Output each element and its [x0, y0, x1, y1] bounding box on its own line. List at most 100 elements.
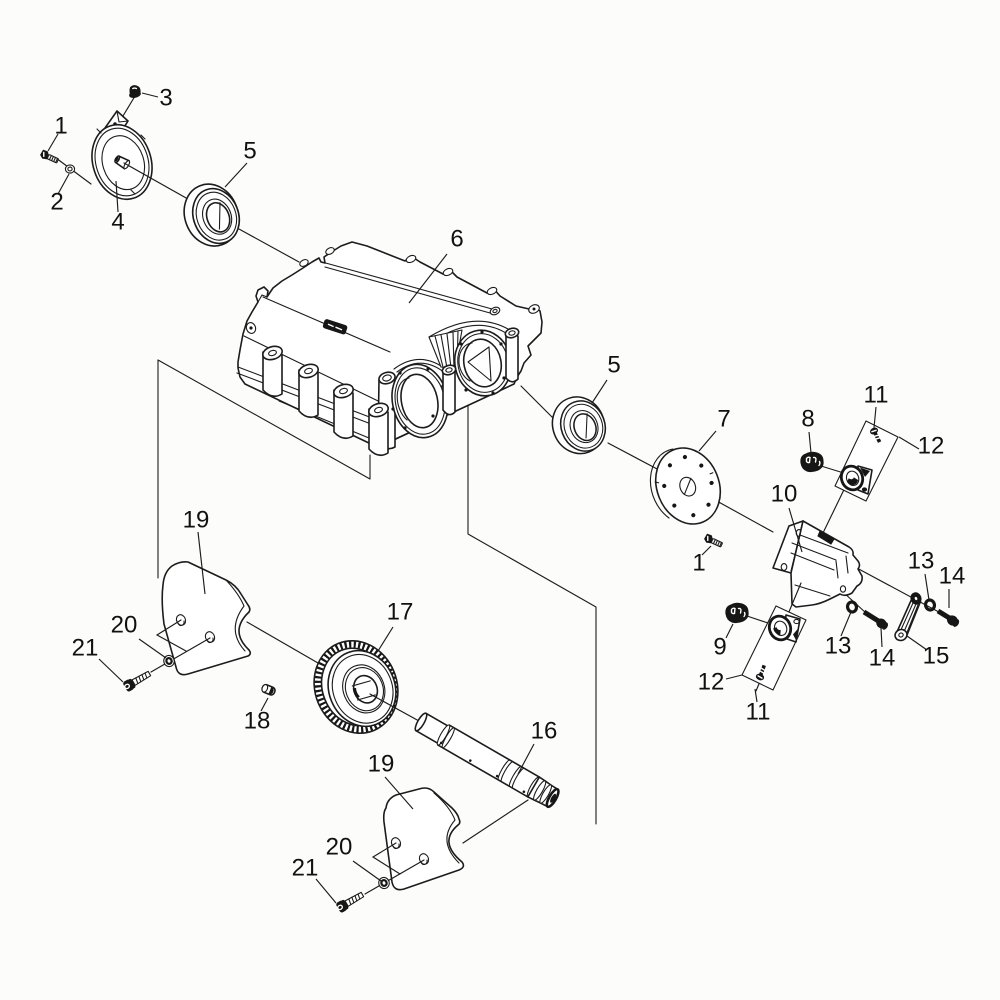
diagram-path — [467, 346, 492, 382]
diagram-ellipse — [508, 330, 516, 336]
section-boundary-lines — [157, 359, 597, 825]
diagram-circle — [662, 483, 667, 488]
diagram-g — [262, 345, 283, 398]
callout-leader-11-14 — [754, 688, 758, 703]
bolt-elbow-bottom-block — [371, 842, 401, 875]
diagram-circle — [699, 463, 704, 468]
part-fitting-bottom — [767, 614, 801, 643]
part-shaft-16 — [414, 712, 560, 809]
callout-label-7-7: 7 — [717, 405, 730, 432]
callout-leader-16-21 — [517, 743, 535, 775]
part-nut-9 — [725, 602, 749, 624]
callout-label-11-14: 11 — [746, 698, 771, 725]
diagram-path — [899, 602, 919, 636]
callout-label-19-24: 19 — [183, 506, 210, 533]
callout-label-6-5: 6 — [450, 225, 463, 252]
callout-label-13-19: 13 — [908, 547, 935, 574]
diagram-path — [262, 351, 283, 398]
diagram-ellipse — [861, 487, 868, 492]
part-endplate-7 — [649, 447, 722, 525]
diagram-path — [746, 615, 772, 625]
callout-label-5-6: 5 — [607, 351, 620, 378]
callout-leader-17-22 — [377, 626, 394, 652]
diagram-ellipse — [780, 563, 788, 571]
callout-leader-18-23 — [260, 697, 269, 712]
callout-label-18-23: 18 — [244, 707, 271, 734]
diagram-ellipse — [898, 632, 904, 638]
housing-pillar-right — [504, 327, 520, 383]
callout-leader-10-11 — [788, 507, 803, 553]
diagram-circle — [667, 463, 673, 468]
diagram-circle — [468, 759, 472, 762]
callout-label-11-12: 11 — [864, 381, 889, 408]
diagram-use — [922, 597, 938, 613]
part-cover-4 — [91, 110, 153, 201]
callout-leader-3-2 — [141, 92, 159, 98]
diagram-g — [298, 363, 319, 419]
callout-leader-15-18 — [906, 635, 928, 651]
callout-leader-20-28 — [352, 860, 382, 882]
diagram-path — [238, 228, 300, 263]
part-washer-2 — [64, 164, 76, 174]
part-bolt-14-left — [862, 609, 889, 630]
diagram-rect — [322, 319, 348, 335]
diagram-path — [835, 555, 849, 579]
callout-leader-19-24 — [197, 531, 206, 595]
diagram-path — [458, 342, 473, 382]
diagram-ellipse — [442, 267, 454, 277]
housing-pillar-middle — [441, 364, 457, 416]
diagram-path — [324, 266, 491, 314]
axis-gear-to-shaft — [369, 693, 420, 722]
callout-label-1-8: 1 — [692, 549, 705, 576]
part-bolt-14-right — [936, 608, 960, 627]
diagram-circle — [426, 367, 430, 371]
callout-leader-19-27 — [384, 776, 414, 810]
diagram-g — [368, 402, 389, 457]
callout-leader-8-9 — [808, 431, 812, 454]
callout-label-5-4: 5 — [243, 137, 256, 164]
diagram-ellipse — [441, 727, 455, 749]
callout-leader-13-19 — [924, 573, 930, 601]
diagram-circle — [495, 774, 499, 778]
diagram-path — [333, 389, 354, 440]
diagram-path — [396, 377, 410, 421]
callout-label-14-20: 14 — [939, 562, 966, 589]
callout-leader-20-25 — [138, 638, 167, 659]
diagram-path — [368, 408, 389, 457]
callout-leader-1-8 — [701, 545, 712, 556]
diagram-ellipse — [374, 406, 383, 414]
diagram-ellipse — [261, 684, 269, 693]
diagram-ellipse — [793, 618, 800, 625]
diagram-path — [497, 759, 525, 789]
diagram-ellipse — [881, 622, 889, 630]
diagram-path — [298, 369, 319, 419]
part-bearing-block-19-bottom — [382, 787, 465, 891]
bolt-axis-bottom-block — [364, 859, 425, 895]
diagram-circle — [532, 307, 536, 311]
diagram-ellipse — [550, 793, 557, 803]
diagram-g — [333, 383, 354, 440]
diagram-ellipse — [839, 585, 847, 593]
callout-leader-5-6 — [591, 379, 608, 404]
diagram-ellipse — [445, 367, 453, 373]
diagram-ellipse — [304, 367, 313, 375]
diagram-path — [352, 687, 360, 699]
part-nut-8 — [800, 451, 824, 473]
bolt-axis-top-block — [150, 637, 211, 673]
diagram-path — [433, 792, 460, 864]
diagram-circle — [439, 741, 443, 745]
callout-leader-13-16 — [840, 611, 852, 637]
callout-leader-4-3 — [115, 180, 119, 213]
diagram-ellipse — [400, 373, 439, 429]
part-box-12-bottom — [741, 605, 807, 691]
diagram-circle — [709, 480, 714, 486]
diagram-circle — [502, 376, 506, 380]
diagram-ellipse — [325, 247, 335, 255]
diagram-circle — [403, 426, 407, 430]
diagram-path — [714, 499, 774, 533]
diagram-ellipse — [382, 374, 392, 382]
part-box-12-top — [834, 420, 899, 502]
diagram-circle — [691, 513, 696, 518]
